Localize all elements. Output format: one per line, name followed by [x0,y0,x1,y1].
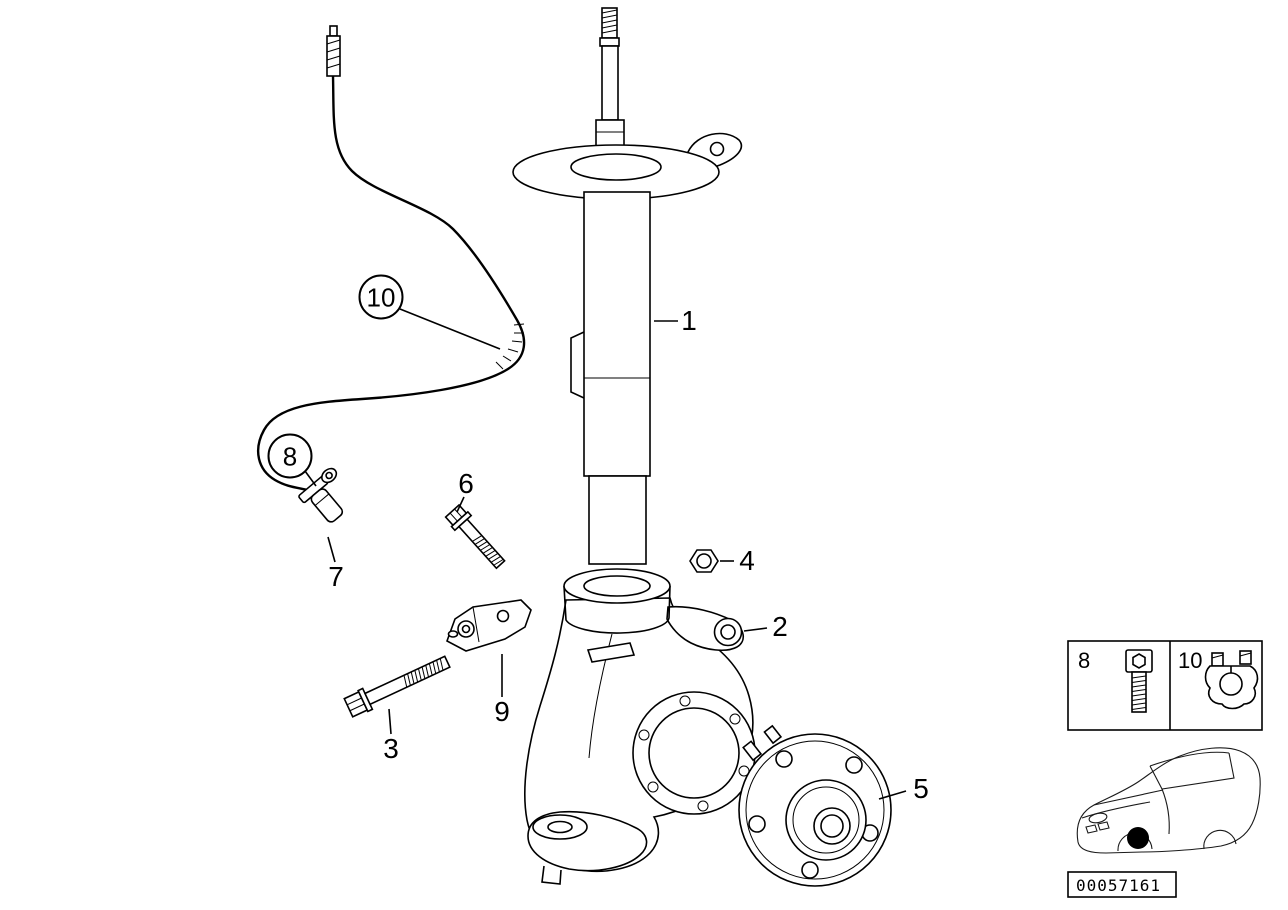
thread-hatching [601,9,618,34]
front-strut [512,7,743,565]
abs-sensor-cable [256,25,526,496]
callout-7: 7 [328,561,344,592]
hex-nut [689,549,719,573]
short-hex-bolt [444,503,506,570]
steering-knuckle [524,568,756,885]
wheel-stud [742,740,763,762]
cable-clip-icon [1204,650,1259,710]
callout-4: 4 [739,545,755,576]
callout-2: 2 [772,611,788,642]
callout-6: 6 [458,468,474,499]
windshield [1149,752,1235,790]
headlight [1088,812,1108,824]
cable-sleeve-ribs [495,323,525,370]
sensor-bracket [446,599,532,652]
callout-8: 8 [267,433,313,479]
car-illustration [1076,747,1261,854]
wheel-stud [763,724,783,745]
legend-box [1067,640,1263,731]
callout-9: 9 [494,696,510,727]
kidney-grille [1085,824,1098,834]
strut-tube [583,191,651,477]
abs-sensor [298,467,344,523]
leader-lines [304,308,907,800]
legend-label-8: 8 [1078,648,1091,673]
part-number-plate [1067,871,1177,898]
callout-5: 5 [913,773,929,804]
part-number: 00057161 [1076,876,1162,895]
legend-label-10: 10 [1178,648,1203,673]
callout-10: 10 [358,274,404,320]
wheel-hub [738,724,892,887]
callout-1: 1 [681,305,697,336]
location-marker-dot [1127,827,1149,849]
long-hex-bolt [343,655,451,718]
piston-rod [601,45,619,121]
sensor-body [310,488,344,523]
socket-head-bolt-icon [1125,649,1153,713]
callout-3: 3 [383,733,399,764]
